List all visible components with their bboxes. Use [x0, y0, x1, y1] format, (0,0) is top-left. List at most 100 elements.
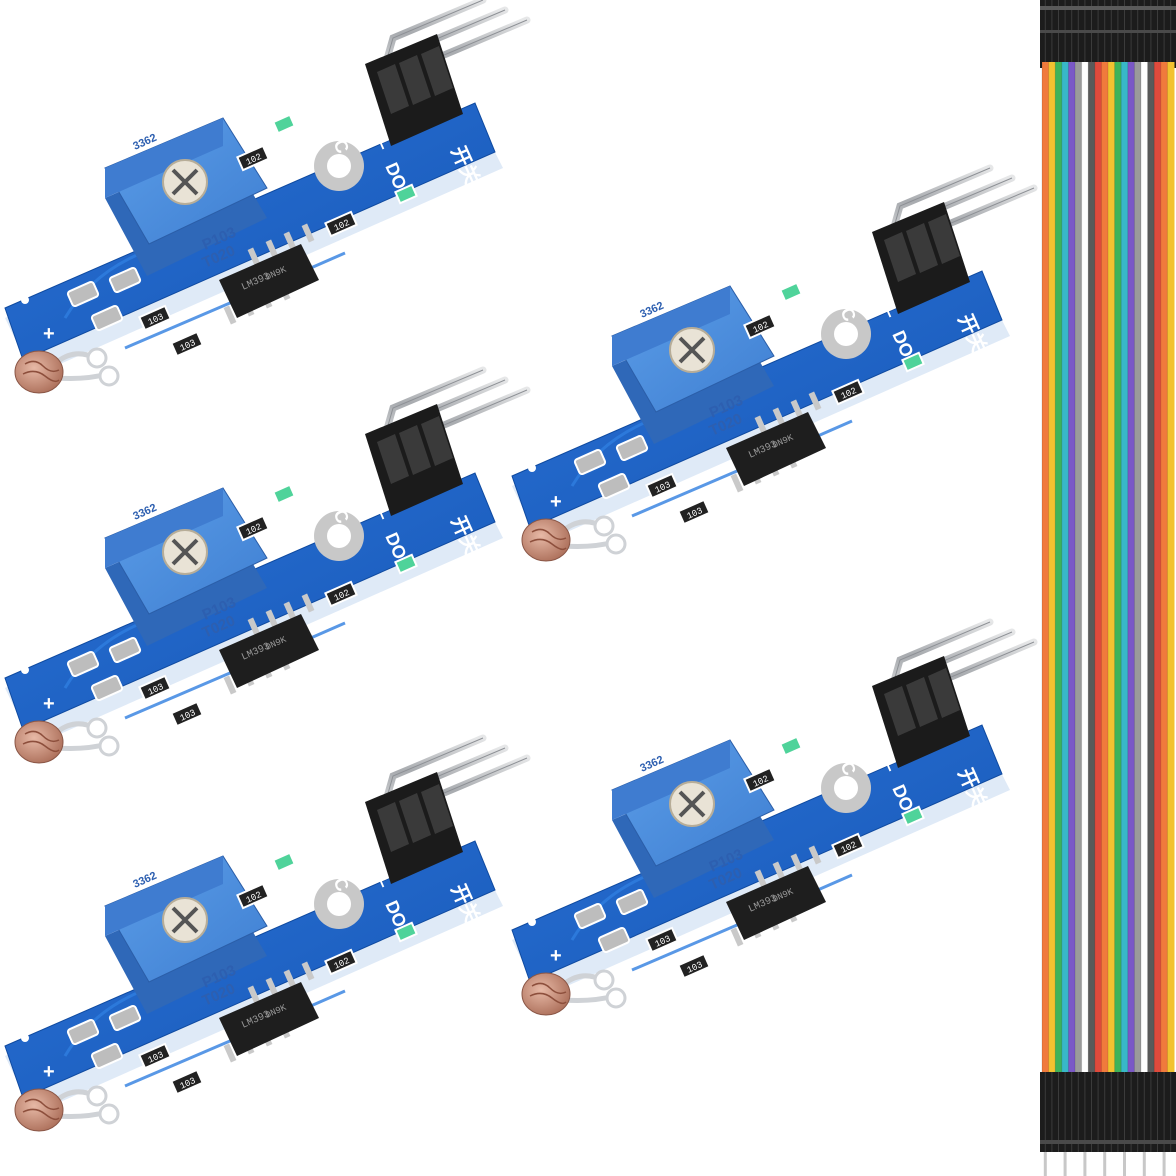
power-led [272, 851, 296, 873]
header-housing-slot [421, 416, 453, 466]
chip-pin [754, 869, 768, 889]
light-sensor-module: 3362P103T020LM393DN9K103103102102电源VCC⊥D… [511, 164, 1038, 562]
connector-band [1040, 30, 1176, 33]
photoresistor-plus: + [43, 693, 55, 715]
jumper-wire [1101, 62, 1109, 1078]
sensor-module-group: 3362P103T020LM393DN9K103103102102电源VCC⊥D… [4, 0, 1038, 1132]
smd-capacitor [90, 304, 124, 332]
dupont-jumper-cable [1040, 0, 1176, 1176]
photoresistor-track [22, 730, 60, 753]
smd-capacitor [108, 636, 142, 664]
connector-pin [1142, 1152, 1146, 1176]
pcb-board [4, 472, 496, 731]
potentiometer-front [105, 488, 223, 568]
smd-resistor [170, 700, 204, 728]
chip-pin [808, 845, 822, 865]
photoresistor-minus: - [117, 1106, 124, 1131]
mounting-hole [327, 154, 351, 178]
chip-pin [223, 1043, 237, 1063]
chip-body [219, 244, 319, 318]
photoresistor-plus: + [43, 323, 55, 345]
chip-pin [265, 609, 279, 629]
mounting-hole-small [141, 1092, 149, 1100]
chip-pin [265, 977, 279, 997]
connector-pin [1162, 1152, 1166, 1176]
smd-capacitor [573, 902, 607, 930]
chip-pin [283, 231, 297, 251]
chip-body [726, 866, 826, 940]
chip-pin [301, 593, 315, 613]
signal-led [394, 183, 418, 205]
mounting-hole-small [21, 1034, 29, 1042]
smd-capacitor [597, 472, 631, 500]
chip-body [219, 982, 319, 1056]
cross-screw-icon [171, 168, 199, 196]
jumper-wire [1127, 62, 1135, 1078]
photoresistor-minus: - [624, 536, 631, 561]
photoresistor-pad [98, 735, 120, 757]
signal-led [394, 553, 418, 575]
power-led [272, 113, 296, 135]
chip-pin [223, 305, 237, 325]
header-housing-slot [421, 46, 453, 96]
smd-capacitor [615, 888, 649, 916]
jumper-wire [1134, 62, 1142, 1078]
jumper-wire [1068, 62, 1076, 1078]
photoresistor-plus: + [43, 1061, 55, 1083]
pcb-board [4, 102, 496, 361]
smd-resistor [324, 210, 358, 238]
smd-resistor [324, 948, 358, 976]
mounting-hole-small [528, 464, 536, 472]
header-housing-slot [928, 214, 960, 264]
smd-resistor [677, 952, 711, 980]
smd-resistor [645, 926, 679, 954]
photoresistor-minus: - [117, 738, 124, 763]
pcb-board [511, 724, 1003, 983]
chip-body [726, 412, 826, 486]
jumper-wire [1048, 62, 1056, 1078]
chip-pin [265, 239, 279, 259]
photoresistor-pad [98, 1103, 120, 1125]
chip-pin [730, 473, 744, 493]
cross-screw-icon [171, 538, 199, 566]
photoresistor-pad [98, 365, 120, 387]
smd-capacitor [573, 448, 607, 476]
connector-pin [1043, 1152, 1047, 1176]
header-housing-slot [377, 802, 409, 852]
smd-capacitor [66, 280, 100, 308]
light-sensor-module: 3362P103T020LM393DN9K103103102102电源VCC⊥D… [4, 734, 531, 1132]
pcb-board [4, 840, 496, 1099]
potentiometer-front [612, 286, 730, 366]
jumper-wire [1075, 62, 1083, 1078]
smd-resistor [138, 1042, 172, 1070]
signal-led [901, 805, 925, 827]
chip-pin [754, 415, 768, 435]
chip-pin [790, 853, 804, 873]
pin-header [872, 618, 1038, 768]
mounting-hole [834, 322, 858, 346]
header-housing-slot [906, 677, 938, 727]
mounting-hole [834, 776, 858, 800]
mounting-hole-small [21, 666, 29, 674]
photoresistor-minus: - [624, 990, 631, 1015]
pin-header [365, 734, 531, 884]
smd-resistor [236, 144, 270, 172]
smd-resistor [743, 766, 777, 794]
header-housing-slot [377, 64, 409, 114]
light-sensor-module: 3362P103T020LM393DN9K103103102102电源VCC⊥D… [4, 0, 531, 394]
smd-capacitor [66, 650, 100, 678]
mounting-hole [327, 524, 351, 548]
chip-pin [223, 675, 237, 695]
connector-pin [1103, 1152, 1107, 1176]
pin-header [365, 0, 531, 146]
photoresistor-minus: - [117, 368, 124, 393]
chip-pin [772, 407, 786, 427]
smd-capacitor [615, 434, 649, 462]
smd-resistor [831, 832, 865, 860]
smd-resistor [645, 472, 679, 500]
